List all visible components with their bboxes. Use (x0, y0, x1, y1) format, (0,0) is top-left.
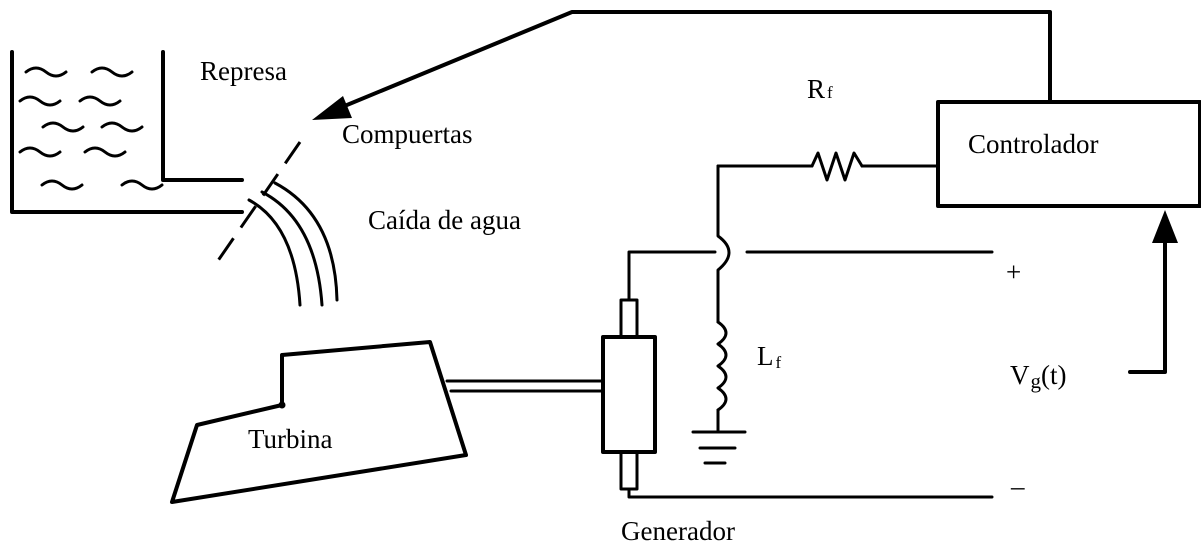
arrow-up-icon (1152, 210, 1178, 243)
rf-main: R (807, 74, 825, 104)
resistor-zigzag (810, 151, 864, 182)
falling-water (247, 181, 339, 307)
water-waves (18, 66, 164, 191)
reservoir-label: Represa (200, 56, 287, 86)
voltage-main: V (1010, 360, 1030, 390)
reservoir-tank (10, 50, 244, 214)
voltage-arg: (t) (1041, 360, 1066, 390)
turbine-body (170, 340, 468, 504)
waterfall-label: Caída de agua (368, 205, 521, 235)
plus-sign: + (1006, 257, 1021, 287)
gates-label: Compuertas (342, 119, 472, 149)
lf-subscript: f (776, 353, 782, 372)
controller-label: Controlador (968, 129, 1098, 159)
output-lines (627, 250, 994, 499)
inductor-coil (716, 298, 728, 432)
voltage-subscript: g (1031, 369, 1042, 393)
lf-main: L (757, 341, 774, 371)
gate-dashed-line (213, 141, 302, 266)
field-circuit (716, 151, 940, 302)
control-feedback-line (312, 10, 1052, 120)
arrow-to-gates-icon (312, 96, 352, 120)
minus-sign: – (1010, 471, 1025, 501)
shaft (445, 379, 604, 393)
generator-label: Generador (621, 516, 735, 546)
generator (601, 298, 657, 491)
measurement-feedback (1128, 210, 1178, 374)
rf-subscript: f (827, 83, 833, 102)
controller-box (936, 100, 1201, 208)
ground-icon (691, 430, 747, 465)
voltage-label: Vg(t) (1010, 360, 1066, 393)
turbine-label: Turbina (248, 424, 333, 454)
